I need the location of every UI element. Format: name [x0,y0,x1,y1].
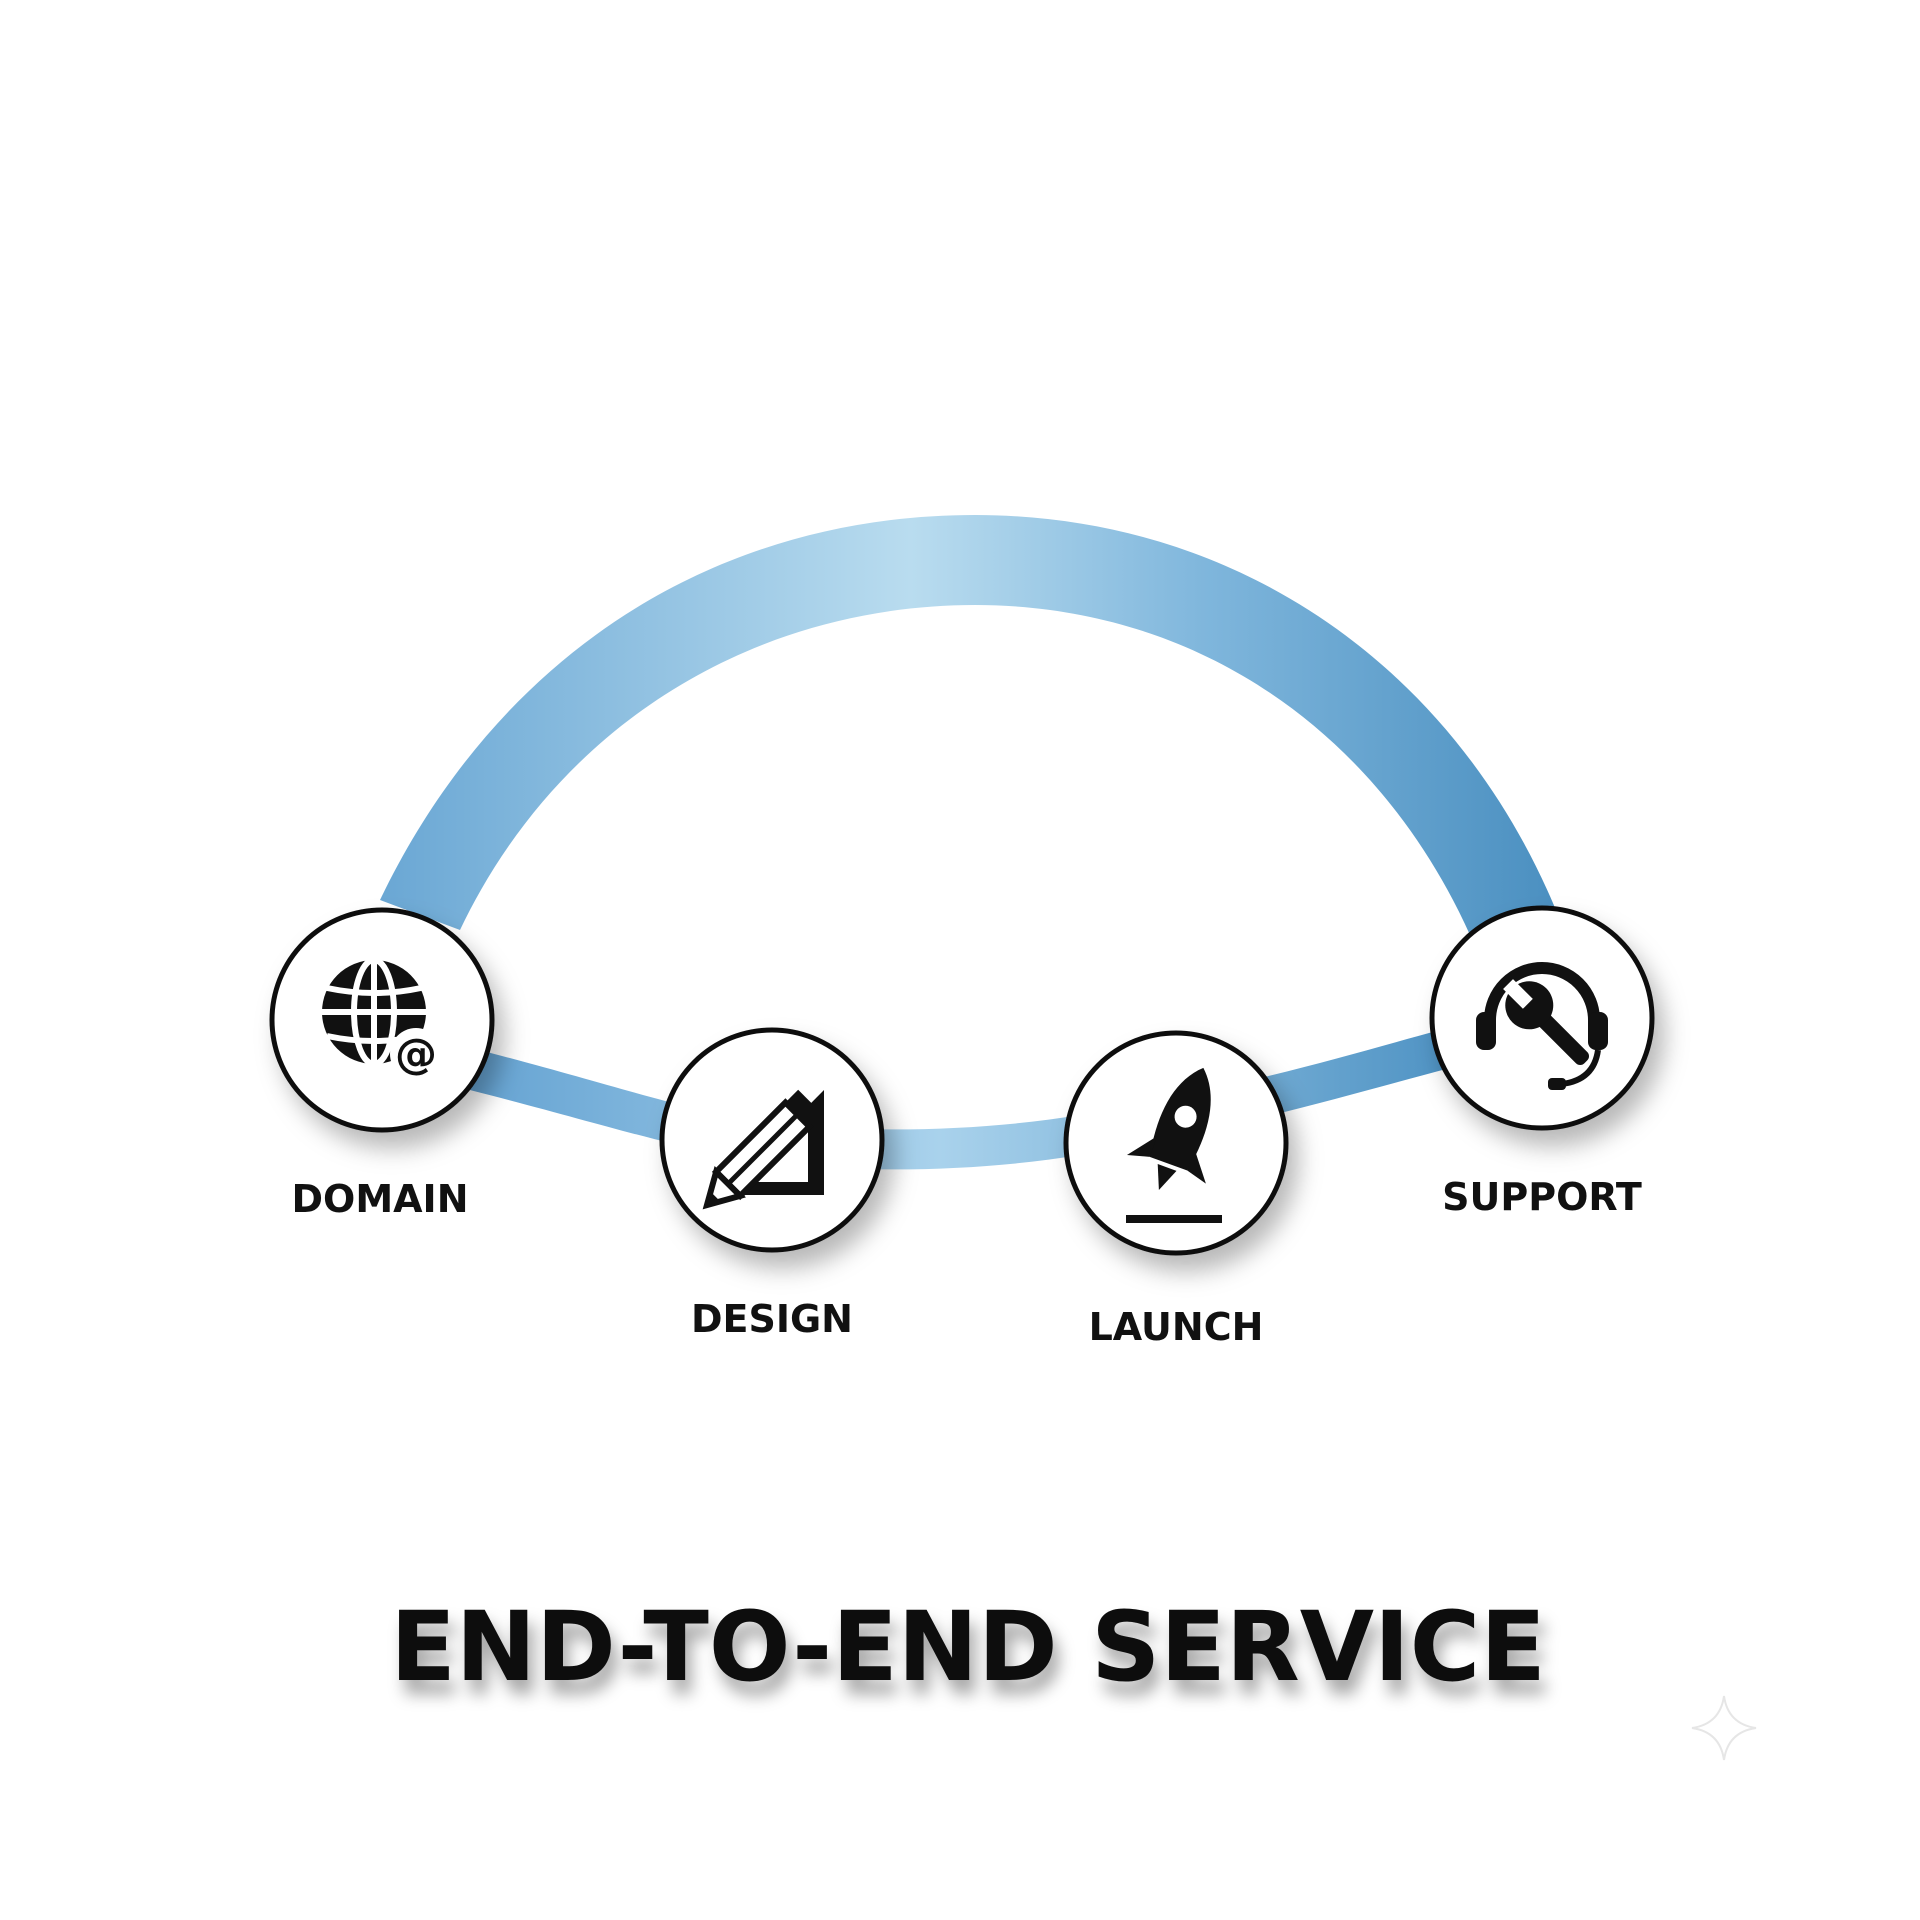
headset-wrench-icon [1476,962,1608,1090]
step-launch: LAUNCH [1063,1030,1289,1349]
step-label-domain: DOMAIN [291,1177,468,1221]
rocket-icon [1126,1067,1222,1223]
step-label-launch: LAUNCH [1089,1305,1264,1349]
globe-at-icon: @ [322,957,442,1080]
upper-arc-band [380,515,1560,935]
page-title: END-TO-END SERVICE [390,1591,1546,1703]
step-domain: @ DOMAIN [269,907,495,1221]
step-label-support: SUPPORT [1442,1175,1642,1219]
pencil-ruler-icon [702,1089,824,1210]
lower-connector-band [430,1030,1450,1170]
svg-text:@: @ [395,1029,437,1078]
step-design: DESIGN [659,1027,885,1341]
step-label-design: DESIGN [691,1297,853,1341]
sparkle-icon [1691,1695,1757,1761]
step-support: SUPPORT [1429,905,1655,1219]
